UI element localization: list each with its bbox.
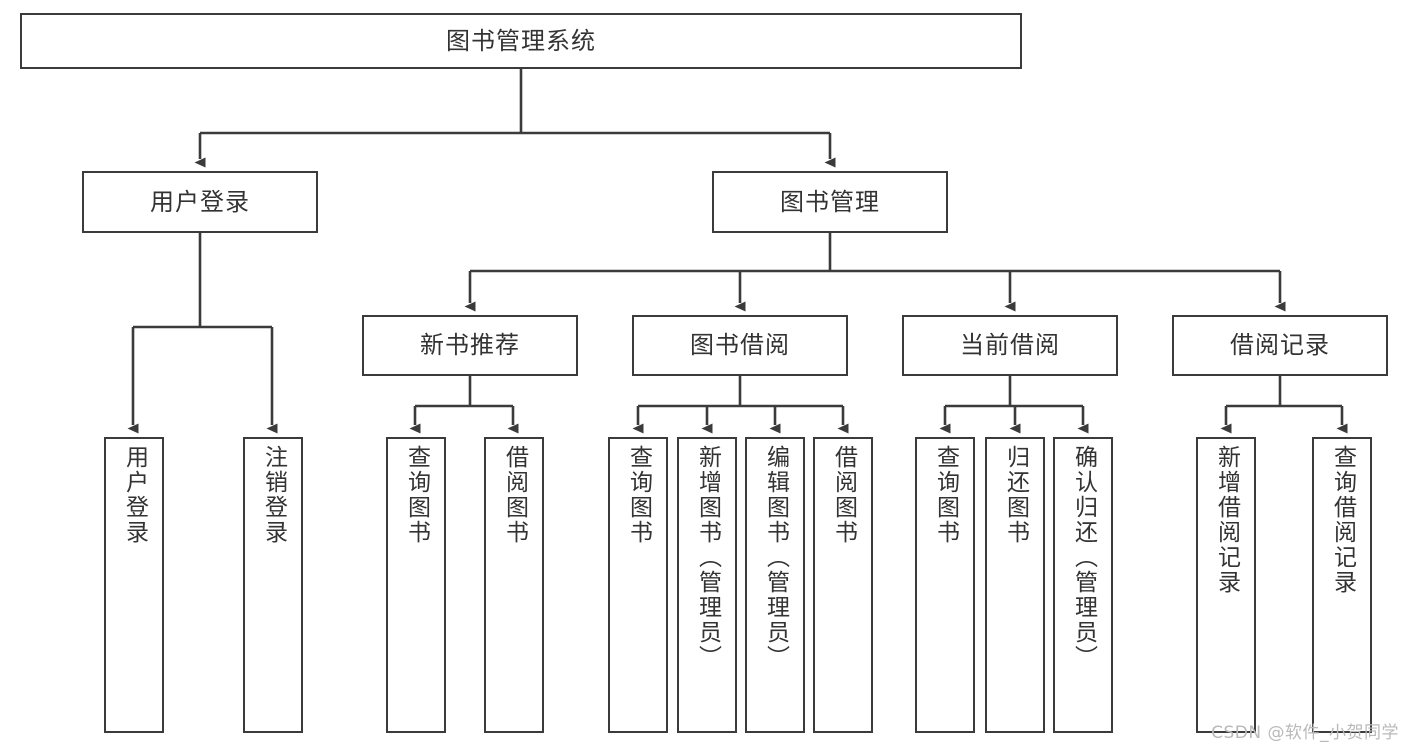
node-label: 查询借阅记录 [1329,445,1356,595]
node-leaf-user-logout[interactable]: 注销登录 [243,437,303,733]
node-user-login[interactable]: 用户登录 [82,171,318,233]
node-leaf-add-book[interactable]: 新增图书（管理员） [677,437,737,733]
node-label: 图书管理 [780,187,880,216]
node-label: 借阅图书 [501,445,528,545]
node-leaf-edit-book[interactable]: 编辑图书（管理员） [745,437,805,733]
node-label: 当前借阅 [960,331,1060,360]
node-label: 新增图书（管理员） [694,445,721,670]
node-borrow-record[interactable]: 借阅记录 [1172,315,1388,376]
node-label: 确认归还（管理员） [1070,445,1097,670]
csdn-watermark: CSDN @软件_小贺同学 [1211,723,1399,743]
node-label: 用户登录 [121,445,148,545]
node-leaf-user-login[interactable]: 用户登录 [104,437,164,733]
node-label: 查询图书 [625,445,652,545]
node-root-system[interactable]: 图书管理系统 [20,13,1022,69]
node-current-borrow[interactable]: 当前借阅 [902,315,1118,376]
node-label: 新书推荐 [420,331,520,360]
node-leaf-add-record[interactable]: 新增借阅记录 [1196,437,1256,733]
node-leaf-confirm-return[interactable]: 确认归还（管理员） [1053,437,1113,733]
node-new-book-rec[interactable]: 新书推荐 [362,315,578,376]
node-leaf-query-book-borrow[interactable]: 查询图书 [608,437,668,733]
node-book-borrow[interactable]: 图书借阅 [632,315,848,376]
node-book-manage[interactable]: 图书管理 [712,171,948,233]
node-leaf-borrow-book-rec[interactable]: 借阅图书 [484,437,544,733]
node-label: 归还图书 [1002,445,1029,545]
node-leaf-query-book-cur[interactable]: 查询图书 [915,437,975,733]
node-label: 注销登录 [260,445,287,545]
node-leaf-query-book-rec[interactable]: 查询图书 [386,437,446,733]
node-label: 编辑图书（管理员） [762,445,789,670]
node-label: 查询图书 [932,445,959,545]
node-leaf-query-record[interactable]: 查询借阅记录 [1312,437,1372,733]
node-label: 借阅图书 [830,445,857,545]
node-label: 图书借阅 [690,331,790,360]
node-label: 用户登录 [150,187,250,216]
node-label: 借阅记录 [1230,331,1330,360]
node-label: 图书管理系统 [446,26,596,55]
node-label: 新增借阅记录 [1213,445,1240,595]
node-leaf-return-book[interactable]: 归还图书 [985,437,1045,733]
node-label: 查询图书 [403,445,430,545]
node-leaf-borrow-book[interactable]: 借阅图书 [813,437,873,733]
